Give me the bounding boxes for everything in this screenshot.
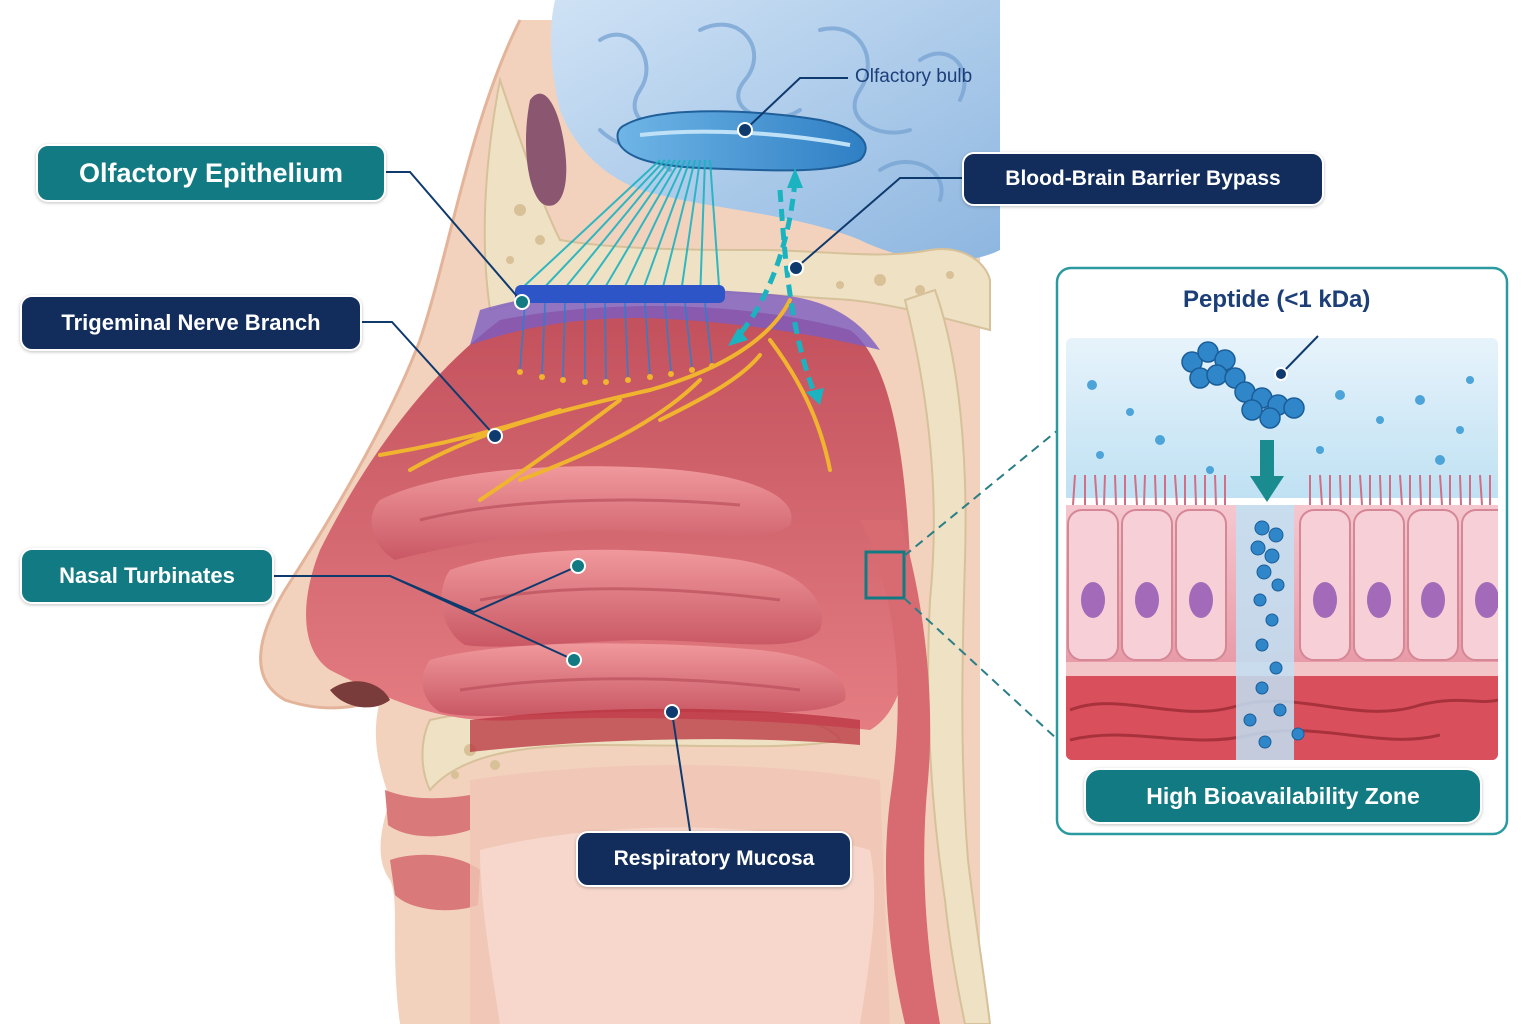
neuron-fiber-icon [519, 159, 721, 301]
lower-lip [390, 854, 480, 911]
peptide-cluster-icon [1181, 341, 1305, 429]
peptide-label: Peptide (<1 kDa) [1183, 286, 1371, 313]
bbb-bypass-arrows [733, 179, 818, 396]
bone-pores [506, 204, 954, 295]
blood-brain-barrier-label: Blood-Brain Barrier Bypass [962, 152, 1324, 206]
nasal-turbinates-label: Nasal Turbinates [20, 548, 274, 604]
olfactory-epithelium-label: Olfactory Epithelium [36, 144, 386, 202]
cribriform-receptor-layer [515, 285, 725, 303]
posterior-bone [903, 288, 992, 1024]
upper-lip [385, 790, 470, 837]
zoom-region-box [864, 550, 906, 600]
down-arrow-icon [1250, 440, 1284, 502]
frontal-sinus [525, 93, 567, 206]
nostril [330, 681, 390, 708]
respiratory-mucosa-band [470, 708, 860, 752]
mucus-layer [1066, 338, 1498, 498]
high-bioavailability-label: High Bioavailability Zone [1084, 768, 1482, 824]
olfactory-bulb [616, 110, 867, 172]
olfactory-bulb-label: Olfactory bulb [855, 66, 973, 87]
leader-dots [487, 122, 804, 720]
leader-lines [274, 77, 962, 832]
receptor-fibers [519, 302, 713, 381]
trigeminal-nerve [378, 298, 832, 502]
cell-nuclei [1081, 582, 1498, 618]
middle-turbinate [441, 549, 822, 647]
olfactory-region [470, 288, 880, 350]
cilia [1072, 474, 1491, 506]
pharynx-wall [860, 520, 940, 1024]
channel-molecules [1243, 520, 1305, 749]
scattered-molecules [1087, 376, 1474, 474]
superior-turbinate [371, 466, 792, 560]
face-profile-line [259, 19, 522, 710]
trigeminal-nerve-label: Trigeminal Nerve Branch [20, 295, 362, 351]
respiratory-mucosa-label: Respiratory Mucosa [576, 831, 852, 887]
